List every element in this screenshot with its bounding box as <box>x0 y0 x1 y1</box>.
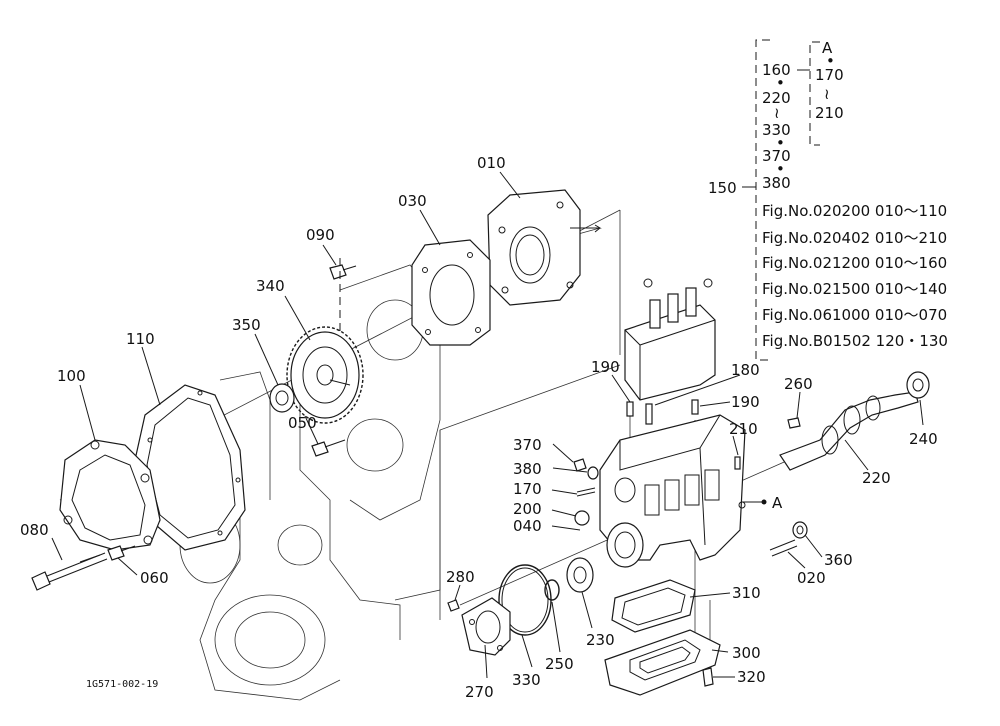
label-030: 030 <box>398 192 427 210</box>
ref-dot-3: • <box>776 160 785 178</box>
ref-dot-2: • <box>776 134 785 152</box>
part-230-bearing <box>566 557 594 593</box>
part-080-bolt <box>31 552 108 591</box>
label-380: 380 <box>513 460 542 478</box>
ref-item-160: 160 <box>762 61 791 79</box>
pump-housing <box>599 414 746 568</box>
label-040: 040 <box>513 517 542 535</box>
engine-block-outline <box>179 264 621 701</box>
label-080: 080 <box>20 521 49 539</box>
part-260-key <box>787 417 801 429</box>
part-060-bolt <box>107 545 136 561</box>
label-180: 180 <box>731 361 760 379</box>
part-210-pin <box>734 456 741 470</box>
ref-dot-1: • <box>776 74 785 92</box>
part-350-bearing <box>269 383 295 413</box>
part-100-cover <box>59 439 161 551</box>
part-250-ring <box>544 579 560 601</box>
label-340: 340 <box>256 277 285 295</box>
label-170: 170 <box>513 480 542 498</box>
fig-ref-5: Fig.No.061000 010～070 <box>762 306 947 324</box>
ref-item-370: 370 <box>762 147 791 165</box>
label-280: 280 <box>446 568 475 586</box>
part-330-oring <box>498 564 552 636</box>
part-280-screw <box>447 599 460 612</box>
label-230: 230 <box>586 631 615 649</box>
label-110: 110 <box>126 330 155 348</box>
label-220: 220 <box>862 469 891 487</box>
part-340-gear <box>286 326 364 424</box>
ref-tilde-a: ≀ <box>824 85 830 103</box>
label-210: 210 <box>729 420 758 438</box>
ref-item-220: 220 <box>762 89 791 107</box>
label-020: 020 <box>797 569 826 587</box>
label-050: 050 <box>288 414 317 432</box>
label-060: 060 <box>140 569 169 587</box>
ref-item-330: 330 <box>762 121 791 139</box>
ref-kit-number: 150 <box>708 179 737 197</box>
part-270-flange <box>461 597 511 656</box>
label-320: 320 <box>737 668 766 686</box>
ref-a-170: 170 <box>815 66 844 84</box>
ref-dot-a: • <box>826 52 835 70</box>
label-260: 260 <box>784 375 813 393</box>
label-270: 270 <box>465 683 494 701</box>
ref-a-210: 210 <box>815 104 844 122</box>
label-310: 310 <box>732 584 761 602</box>
label-190-a: 190 <box>591 358 620 376</box>
ref-a-label: A <box>822 39 833 57</box>
part-360-nut <box>792 521 808 539</box>
part-090-bolt <box>329 258 357 340</box>
part-320-bolt <box>702 667 714 687</box>
reference-block: 150 160 • 220 ≀ 330 • 370 • 380 A • 170 … <box>708 39 948 361</box>
label-350: 350 <box>232 316 261 334</box>
fig-ref-2: Fig.No.020402 010～210 <box>762 229 947 247</box>
label-190-b: 190 <box>731 393 760 411</box>
part-380-washer <box>587 466 599 480</box>
part-050-bolt <box>311 439 346 457</box>
leader-lines <box>51 171 924 679</box>
label-200: 200 <box>513 500 542 518</box>
part-310-gasket <box>611 579 696 633</box>
label-330: 330 <box>512 671 541 689</box>
fig-ref-4: Fig.No.021500 010～140 <box>762 280 947 298</box>
drawing-code: 1G571-002-19 <box>86 679 158 690</box>
label-100: 100 <box>57 367 86 385</box>
label-250: 250 <box>545 655 574 673</box>
fig-ref-6: Fig.No.B01502 120・130 <box>762 332 948 350</box>
label-A: A <box>772 494 783 512</box>
part-200-ring <box>574 510 590 526</box>
label-360: 360 <box>824 551 853 569</box>
ref-item-380: 380 <box>762 174 791 192</box>
part-020-stud <box>769 539 798 557</box>
injector-assembly <box>624 278 716 425</box>
label-240: 240 <box>909 430 938 448</box>
fig-ref-1: Fig.No.020200 010～110 <box>762 202 947 220</box>
part-300-cover <box>604 629 721 696</box>
part-number-labels: 010 030 090 340 350 110 100 050 080 060 … <box>20 154 938 701</box>
part-370-plug <box>573 458 587 472</box>
part-240-bearing <box>906 371 930 399</box>
part-010-plate <box>487 189 602 306</box>
label-370: 370 <box>513 436 542 454</box>
part-220-camshaft <box>779 391 919 471</box>
part-030-gasket <box>411 239 491 346</box>
label-090: 090 <box>306 226 335 244</box>
label-010: 010 <box>477 154 506 172</box>
fig-ref-3: Fig.No.021200 010～160 <box>762 254 947 272</box>
part-170-pin <box>576 487 596 497</box>
label-300: 300 <box>732 644 761 662</box>
ref-tilde-1: ≀ <box>774 104 780 122</box>
